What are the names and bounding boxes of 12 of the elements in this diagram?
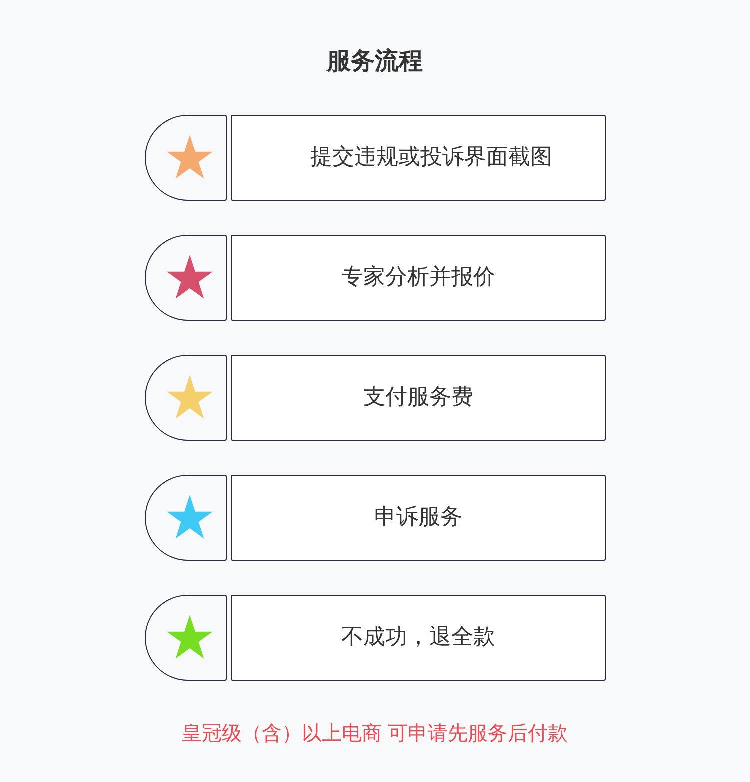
step-box bbox=[231, 475, 606, 561]
step-box bbox=[231, 355, 606, 441]
step-text: 提交违规或投诉界面截图 bbox=[310, 144, 552, 172]
title: 服务流程 bbox=[327, 46, 423, 77]
step-text: 专家分析并报价 bbox=[342, 264, 496, 292]
step-text: 申诉服务 bbox=[374, 504, 462, 532]
step-text: 支付服务费 bbox=[364, 384, 474, 412]
step-box bbox=[231, 235, 606, 321]
step-box bbox=[231, 115, 606, 201]
step-text: 不成功，退全款 bbox=[342, 624, 496, 652]
footnote: 皇冠级（含）以上电商 可申请先服务后付款 bbox=[182, 720, 568, 747]
step-box bbox=[231, 595, 606, 681]
